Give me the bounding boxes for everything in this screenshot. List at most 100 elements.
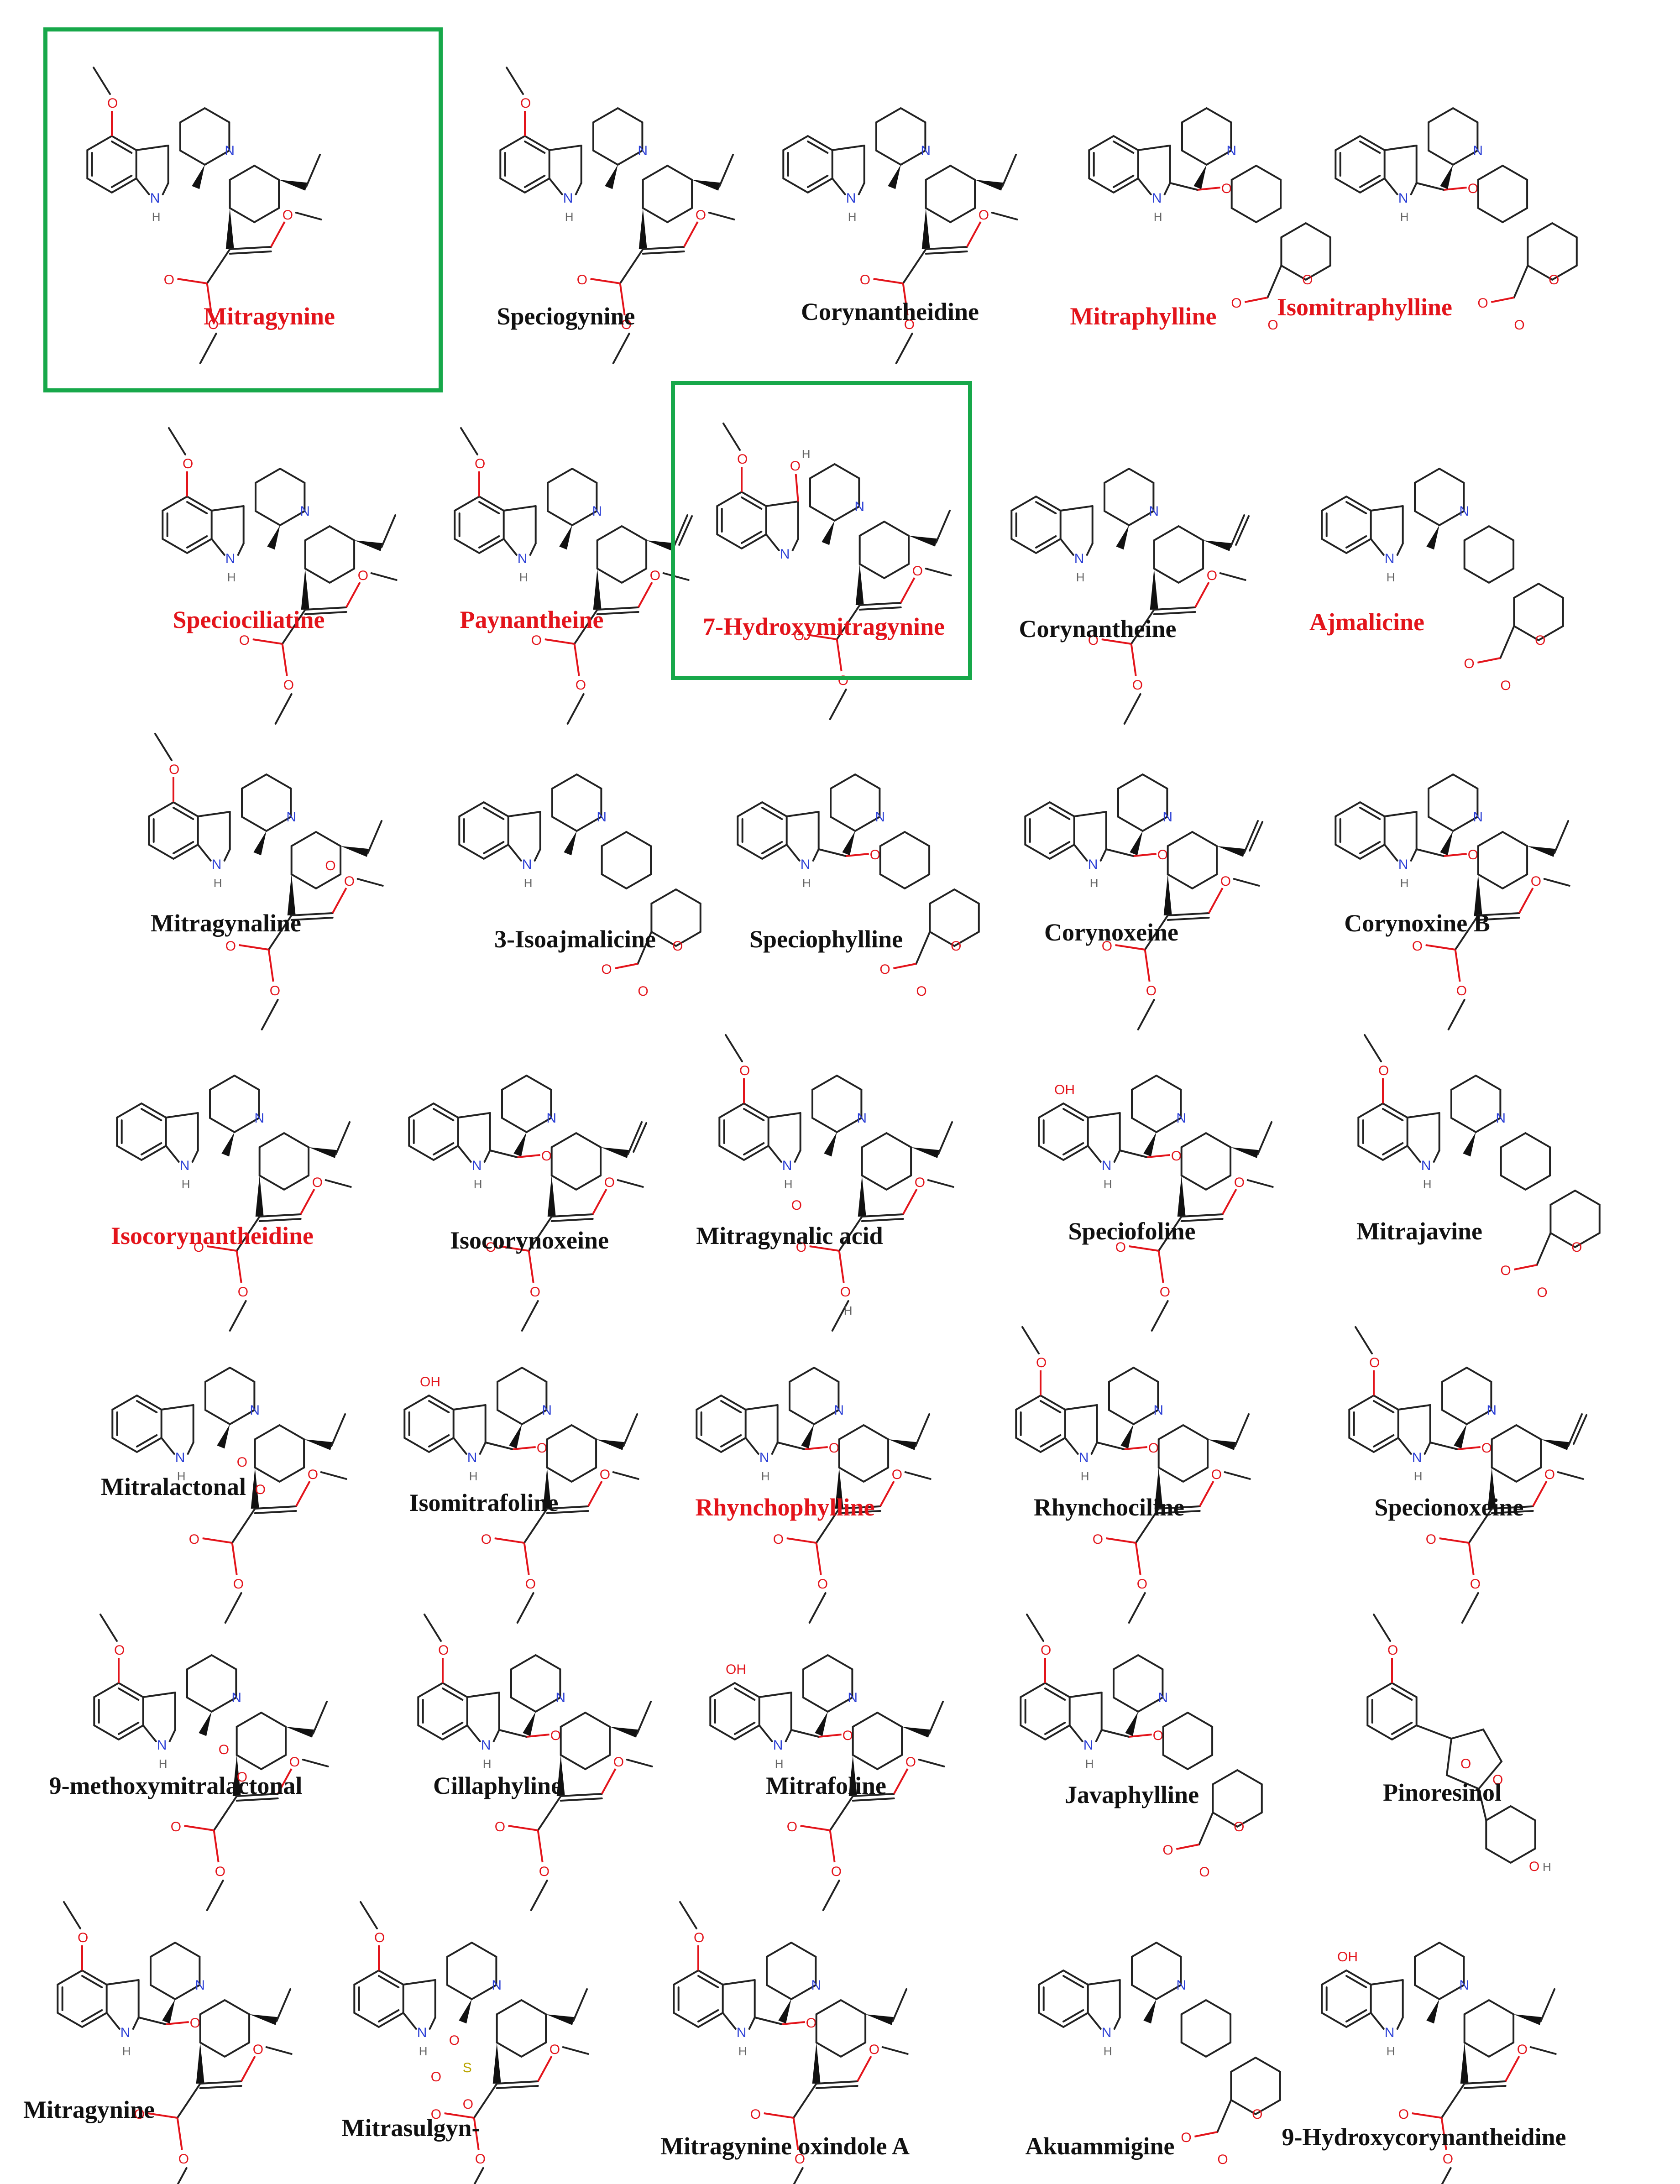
svg-text:H: H xyxy=(474,1177,482,1191)
svg-text:O: O xyxy=(621,317,632,332)
svg-text:O: O xyxy=(530,1285,540,1300)
svg-text:O: O xyxy=(773,1532,784,1547)
svg-text:N: N xyxy=(811,1978,821,1993)
svg-text:O: O xyxy=(114,1643,125,1658)
svg-text:O: O xyxy=(225,939,236,954)
svg-text:O: O xyxy=(576,678,586,693)
svg-text:O: O xyxy=(796,1240,806,1255)
svg-text:O: O xyxy=(255,1482,266,1497)
compound-label: Specionoxeine xyxy=(1374,1494,1524,1521)
svg-text:N: N xyxy=(518,551,528,566)
svg-text:N: N xyxy=(300,504,310,519)
svg-text:OH: OH xyxy=(1337,1949,1358,1965)
svg-text:O: O xyxy=(870,847,880,862)
compound-label: 3-Isoajmalicine xyxy=(494,925,656,953)
svg-text:O: O xyxy=(1036,1355,1047,1370)
svg-text:N: N xyxy=(737,2025,747,2040)
svg-text:H: H xyxy=(483,1757,492,1771)
svg-text:O: O xyxy=(795,2152,805,2167)
svg-text:N: N xyxy=(801,857,811,872)
compound-label: Isocorynoxeine xyxy=(450,1227,609,1254)
svg-text:O: O xyxy=(486,1240,496,1255)
svg-text:H: H xyxy=(1081,1469,1089,1483)
compound-label: 9-methoxymitralactonal xyxy=(49,1772,303,1799)
svg-text:N: N xyxy=(597,810,607,825)
svg-text:H: H xyxy=(1090,876,1099,890)
svg-text:O: O xyxy=(541,1149,552,1164)
svg-text:O: O xyxy=(979,208,989,223)
svg-text:O: O xyxy=(1217,2152,1228,2167)
compound-label: Ajmalicine xyxy=(1309,608,1424,636)
svg-text:O: O xyxy=(904,317,915,332)
svg-text:O: O xyxy=(831,1864,842,1879)
compound-label: Rhynchociline xyxy=(1033,1494,1185,1521)
svg-text:O: O xyxy=(1514,318,1524,333)
svg-text:O: O xyxy=(449,2033,460,2048)
svg-text:N: N xyxy=(212,857,222,872)
svg-text:O: O xyxy=(1231,296,1241,311)
svg-text:N: N xyxy=(1153,1403,1163,1418)
svg-text:O: O xyxy=(539,1864,550,1879)
svg-text:O: O xyxy=(1211,1467,1222,1482)
svg-text:O: O xyxy=(1544,1467,1555,1482)
svg-text:O: O xyxy=(525,1577,536,1592)
svg-text:N: N xyxy=(481,1738,491,1753)
svg-text:H: H xyxy=(802,876,811,890)
svg-text:N: N xyxy=(1459,504,1469,519)
svg-text:O: O xyxy=(253,2042,263,2057)
svg-text:H: H xyxy=(1400,210,1409,224)
svg-text:N: N xyxy=(1149,504,1159,519)
svg-text:O: O xyxy=(1267,318,1278,333)
svg-text:N: N xyxy=(1152,191,1162,206)
compound-label: Paynantheine xyxy=(460,606,604,633)
svg-text:N: N xyxy=(1398,191,1408,206)
svg-text:N: N xyxy=(1162,810,1172,825)
compound-label: Javaphylline xyxy=(1064,1781,1199,1808)
svg-text:N: N xyxy=(157,1738,167,1753)
svg-text:N: N xyxy=(180,1158,190,1173)
svg-text:H: H xyxy=(1085,1757,1094,1771)
svg-text:O: O xyxy=(219,1742,229,1757)
svg-text:O: O xyxy=(431,2107,441,2122)
svg-text:OH: OH xyxy=(726,1662,746,1677)
svg-text:O: O xyxy=(1171,1149,1182,1164)
compound-label: Speciofoline xyxy=(1068,1217,1196,1245)
svg-text:H: H xyxy=(519,570,528,584)
svg-text:O: O xyxy=(829,1441,839,1456)
svg-text:O: O xyxy=(806,2016,816,2031)
svg-text:O: O xyxy=(237,1770,247,1785)
svg-text:N: N xyxy=(555,1690,565,1705)
svg-text:S: S xyxy=(463,2060,472,2075)
compound-label: Mitragynine xyxy=(204,303,335,330)
svg-text:N: N xyxy=(1176,1978,1186,1993)
svg-text:H: H xyxy=(738,2044,747,2058)
svg-text:O: O xyxy=(916,984,926,999)
svg-text:O: O xyxy=(1041,1643,1051,1658)
svg-text:N: N xyxy=(1074,551,1084,566)
svg-text:H: H xyxy=(177,1469,186,1483)
svg-text:O: O xyxy=(1387,1643,1398,1658)
svg-text:N: N xyxy=(854,499,864,514)
svg-text:N: N xyxy=(286,810,296,825)
compound-label: Speciociliatine xyxy=(173,606,325,633)
compound-label: 9-Hydroxycorynantheidine xyxy=(1282,2123,1566,2151)
svg-text:H: H xyxy=(1423,1177,1432,1191)
svg-text:O: O xyxy=(237,1455,247,1470)
svg-text:O: O xyxy=(134,2107,145,2122)
svg-text:H: H xyxy=(802,447,811,461)
svg-text:O: O xyxy=(794,628,804,643)
svg-text:O: O xyxy=(189,1532,199,1547)
svg-text:O: O xyxy=(233,1577,244,1592)
compound-label: 7-Hydroxymitragynine xyxy=(703,613,945,640)
svg-text:O: O xyxy=(283,208,293,223)
